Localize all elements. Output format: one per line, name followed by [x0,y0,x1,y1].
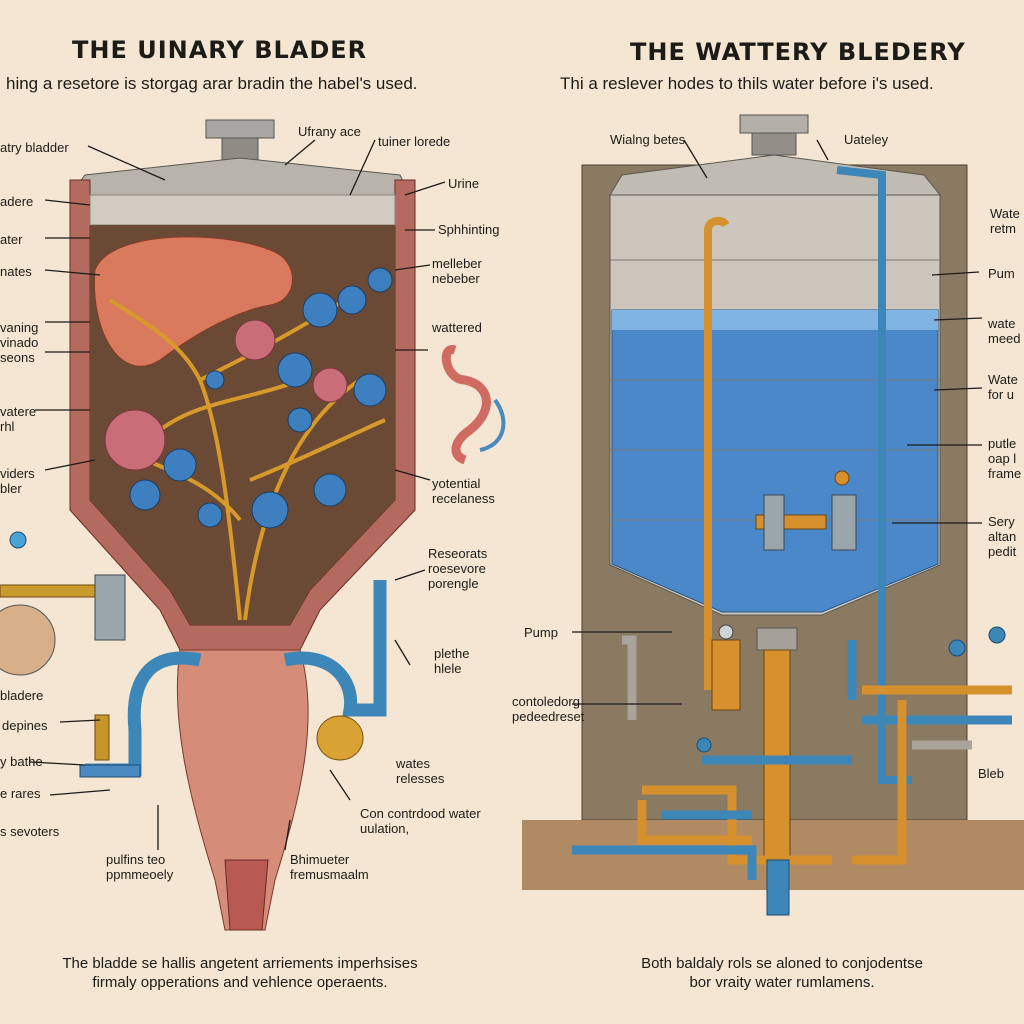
pump-gauge-icon [718,624,734,640]
label-sevoters: s sevoters [0,824,60,839]
label-plethe: plethe hlele [434,646,470,676]
orange-riser [704,216,730,690]
tank-cap [739,114,809,134]
bladder-title: THE UINARY BLADER [72,36,368,64]
label-sphincter2: Bhimueter fremusmaalm [290,852,369,882]
tank-roof [609,154,942,196]
label-uateley: Uateley [844,132,889,147]
left-blue-pipe [85,651,202,777]
label-bleb: Bleb [978,766,1005,781]
label-water: ater [0,232,23,247]
label-tuiner-lorede: tuiner lorede [378,134,451,149]
bladder-panel: THE UINARY BLADER hing a resetore is sto… [0,36,506,991]
tank-title: THE WATTERY BLEDERY [630,38,966,66]
gauge-icon-2 [988,626,1006,644]
label-wising-betes: Wialng betes [610,132,686,147]
bladder-caption: The bladde se hallis angetent arriements… [62,955,418,991]
label-meleber: melleber nebeber [432,256,482,286]
pink-clusters [104,319,348,471]
label-pump: Pump [524,625,558,640]
label-watered: wattered [432,320,482,335]
label-con-controlled: Con contrdood water uulation, [360,806,481,836]
blue-cells [129,267,393,529]
bladder-subtitle: hing a resetore is storgag arar bradin t… [6,74,418,93]
label-sery: Sery altan pedit [988,514,1017,559]
uterus-blue-tube [479,398,506,452]
label-water-retm: Wate retm [990,206,1020,236]
tank-water [611,309,939,613]
orange-main-pipe [763,649,791,861]
label-depines: depines [2,718,48,733]
left-gauge-icon [9,531,27,549]
bladder-cap [205,119,275,139]
label-waters-releases: wates relesses [396,756,445,786]
label-vulders: viders bler [0,466,35,496]
label-bladere2: bladere [0,688,44,703]
gold-flask [316,715,364,761]
label-water-for: Wate for u [988,372,1018,402]
leader-lines [29,139,446,851]
bladder-neck [221,137,259,161]
tank-subtitle: Thi a reslever hodes to thils water befo… [560,74,934,93]
label-rares: e rares [0,786,41,801]
label-vaning: vaning vinado seons [0,320,39,365]
label-bladder: atry bladder [0,140,69,155]
organ-shape [93,236,293,367]
label-urinary-ace: Ufrany ace [298,124,361,139]
tank-valves [755,470,857,551]
tank-caption: Both baldaly rols se aloned to conjodent… [641,955,923,991]
label-nates: nates [0,264,32,279]
urethra [176,649,309,931]
gauge-icon-1 [948,639,966,657]
label-bladere: adere [0,194,34,209]
label-bathe: y bathe [0,754,43,769]
label-potential: yotential recelaness [432,476,495,506]
urethra-tube [224,859,269,931]
label-vatere: vatere rhl [0,404,37,434]
tank-leader-lines [572,139,983,705]
left-flask [0,604,56,676]
label-pulfins: pulfins teo ppmmeoely [106,852,174,882]
tank-outlet [756,627,798,651]
label-pum: Pum [988,266,1015,281]
tank-neck [751,132,797,156]
label-reservoir: Reseorats roesevore porengle [428,546,488,591]
bladder-band [89,194,396,226]
tank-illustration [522,114,1024,916]
blue-riser [836,166,912,784]
main-pipe-down [766,859,790,916]
water-tank-panel: THE WATTERY BLEDERY Thi a reslever hodes… [512,0,1024,1024]
uterus-shape [441,345,491,465]
bladder-wall [69,179,416,651]
bottom-left-pipe [79,764,141,778]
water-surface [612,310,938,330]
label-putleds: putle oap l frame [988,436,1022,481]
left-valve-body [94,574,126,641]
right-blue-pipe [283,580,387,717]
brass-valve [94,714,110,761]
label-water-meed: wate meed [988,316,1021,346]
pump-body [711,639,741,711]
gauge-icon-3 [696,737,712,753]
label-sphincter: Sphhinting [438,222,500,237]
label-urine: Urine [448,176,480,191]
label-controlled: contoledorg pedeedreset [512,694,585,724]
bladder-illustration [0,119,506,931]
